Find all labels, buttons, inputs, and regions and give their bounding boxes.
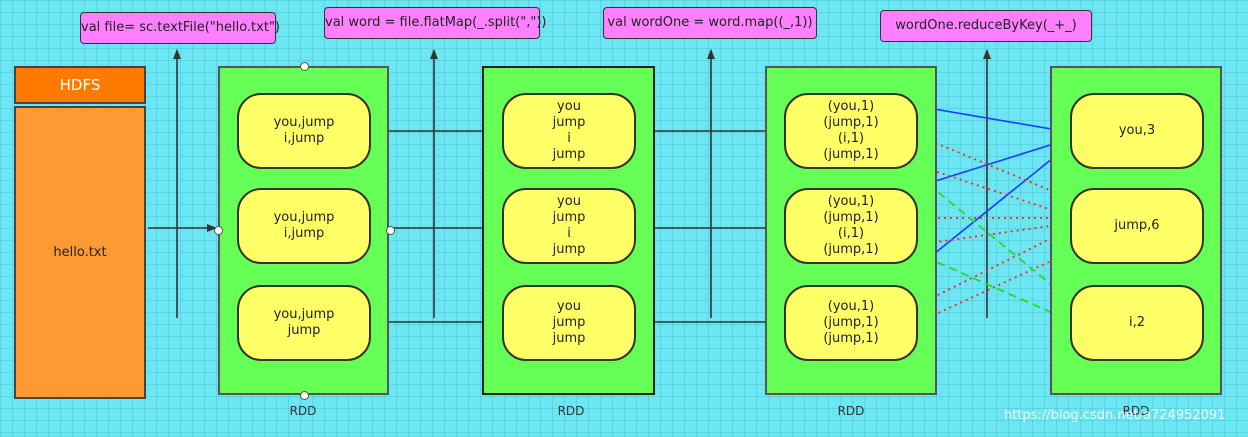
rdd-label-2: RDD [557, 404, 585, 418]
hdfs-title: HDFS [14, 66, 146, 104]
stage3-line: (jump,1) [823, 242, 879, 257]
stage2-pill-2: you jump i jump [502, 188, 636, 264]
stage3-line: (you,1) [827, 194, 875, 209]
result-label: you,3 [1118, 123, 1156, 138]
rdd-label-3: RDD [837, 404, 865, 418]
code-map: val wordOne = word.map((_,1)) [603, 7, 817, 39]
stage2-line: you [557, 194, 581, 209]
stage3-pill-2: (you,1) (jump,1) (i,1) (jump,1) [784, 188, 918, 264]
result-pill-i: i,2 [1070, 285, 1204, 361]
stage1-line: you,jump [273, 115, 335, 130]
stage2-line: jump [552, 331, 586, 346]
stage2-line: you [557, 99, 581, 114]
stage2-line: i [567, 226, 571, 241]
code-textfile: val file= sc.textFile("hello.txt") [80, 12, 280, 44]
stage2-line: jump [552, 242, 586, 257]
stage3-line: (jump,1) [823, 331, 879, 346]
stage1-line: i,jump [283, 131, 325, 146]
stage3-line: (jump,1) [823, 147, 879, 162]
stage2-line: jump [552, 210, 586, 225]
stage3-line: (i,1) [837, 226, 865, 241]
stage3-line: (jump,1) [823, 115, 879, 130]
result-pill-jump: jump,6 [1070, 188, 1204, 264]
selection-handle-left[interactable] [214, 226, 223, 235]
stage2-line: i [567, 131, 571, 146]
stage1-line: i,jump [283, 226, 325, 241]
hdfs-file-label: hello.txt [53, 245, 107, 260]
stage1-pill-1: you,jump i,jump [237, 93, 371, 169]
shuffle-i-arrow [865, 230, 1065, 319]
stage3-line: (you,1) [827, 299, 875, 314]
stage2-line: you [557, 299, 581, 314]
selection-handle-right[interactable] [386, 226, 395, 235]
result-pill-you: you,3 [1070, 93, 1204, 169]
stage3-pill-3: (you,1) (jump,1) (jump,1) [784, 285, 918, 361]
selection-handle-top[interactable] [300, 62, 309, 71]
rdd-label-1: RDD [289, 404, 317, 418]
stage1-line: you,jump [273, 210, 335, 225]
result-label: jump,6 [1114, 218, 1160, 233]
watermark: https://blog.csdn.net/a724952091 [1004, 408, 1226, 423]
stage3-line: (you,1) [827, 99, 875, 114]
stage3-line: (jump,1) [823, 315, 879, 330]
stage3-line: (i,1) [837, 131, 865, 146]
code-reducebykey: wordOne.reduceByKey(_+_) [880, 10, 1092, 42]
stage1-pill-3: you,jump jump [237, 285, 371, 361]
stage1-line: you,jump [273, 307, 335, 322]
stage2-line: jump [552, 315, 586, 330]
shuffle-jump-arrow [879, 152, 1065, 216]
stage2-pill-3: you jump jump [502, 285, 636, 361]
result-label: i,2 [1128, 315, 1145, 330]
stage1-line: jump [287, 323, 321, 338]
stage3-line: (jump,1) [823, 210, 879, 225]
selection-handle-bottom[interactable] [300, 391, 309, 400]
stage1-pill-2: you,jump i,jump [237, 188, 371, 264]
stage2-pill-1: you jump i jump [502, 93, 636, 169]
stage2-line: jump [552, 147, 586, 162]
stage3-pill-1: (you,1) (jump,1) (i,1) (jump,1) [784, 93, 918, 169]
rdd-label-4: RDD [1122, 404, 1150, 418]
stage2-line: jump [552, 115, 586, 130]
hdfs-file: hello.txt [14, 106, 146, 399]
code-flatmap: val word = file.flatMap(_.split(",")) [324, 7, 547, 39]
